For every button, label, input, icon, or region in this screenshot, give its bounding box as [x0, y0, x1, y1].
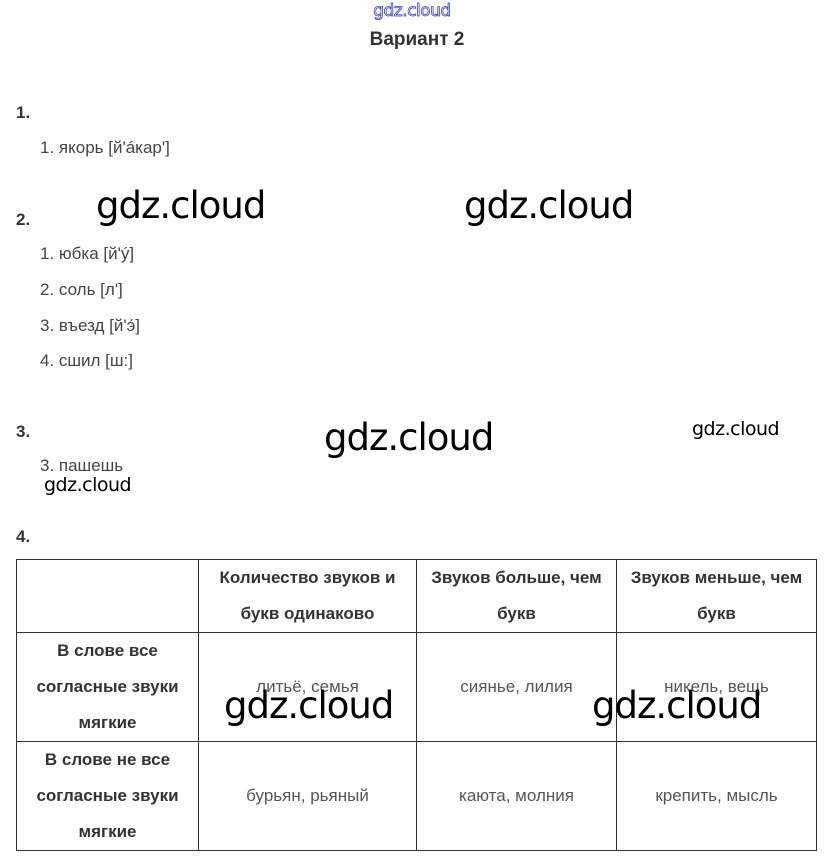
answer-item: 4. сшил [ш:] — [40, 351, 133, 370]
table-cell: каюта, молния — [416, 741, 617, 851]
task-number: 4. — [16, 527, 31, 546]
answer-item: 1. юбка [й'ý] — [40, 244, 135, 263]
table-header-row: Количество звуков и букв одинаково Звуко… — [16, 559, 817, 633]
table-header-cell — [16, 559, 199, 633]
table-row: В слове все согласные звуки мягкие литьё… — [16, 632, 817, 742]
watermark: gdz.cloud — [324, 416, 494, 459]
answer-item: 3. пашешь — [40, 456, 124, 475]
table-header-cell: Звуков больше, чем букв — [416, 559, 617, 633]
table-cell: литьё, семья — [198, 632, 417, 742]
page-title: Вариант 2 — [369, 29, 465, 50]
answer-item: 2. соль [л'] — [40, 280, 123, 299]
task-number: 3. — [16, 422, 31, 441]
table-cell: бурьян, рьяный — [198, 741, 417, 851]
sounds-letters-table: Количество звуков и букв одинаково Звуко… — [16, 559, 817, 851]
watermark: gdz.cloud — [464, 184, 634, 227]
row-label: В слове не все согласные звуки мягкие — [16, 741, 199, 851]
task-number: 1. — [16, 103, 31, 122]
site-brand-logo[interactable]: gdz.cloud — [373, 1, 452, 22]
watermark: gdz.cloud — [224, 684, 394, 727]
row-label: В слове все согласные звуки мягкие — [16, 632, 199, 742]
answer-item: 1. якорь [й'áкар'] — [40, 138, 170, 157]
watermark: gdz.cloud — [44, 474, 132, 496]
table-header-cell: Звуков меньше, чем букв — [616, 559, 817, 633]
table-cell: сиянье, лилия — [416, 632, 617, 742]
table-cell: крепить, мысль — [616, 741, 817, 851]
table-header-cell: Количество звуков и букв одинаково — [198, 559, 417, 633]
watermark: gdz.cloud — [96, 184, 266, 227]
task-number: 2. — [16, 210, 31, 229]
watermark: gdz.cloud — [692, 418, 780, 440]
watermark: gdz.cloud — [592, 684, 762, 727]
answer-item: 3. въезд [й'э́] — [40, 316, 140, 335]
table-row: В слове не все согласные звуки мягкие бу… — [16, 741, 817, 851]
